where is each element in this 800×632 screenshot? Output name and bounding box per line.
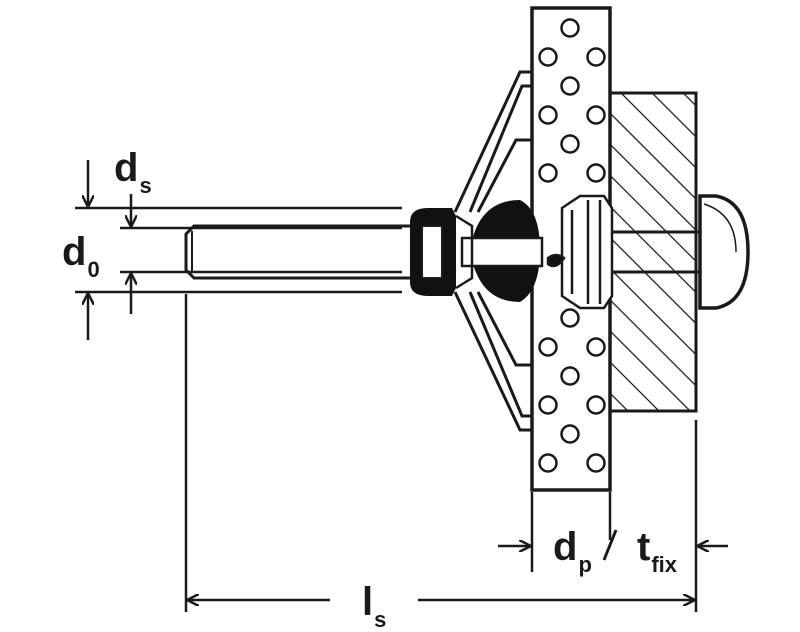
label-ls-main: l — [362, 580, 374, 624]
label-d0-sub: 0 — [87, 257, 100, 282]
board-hole — [560, 76, 580, 96]
dimension-ds-d0 — [75, 160, 402, 340]
board-hole — [586, 105, 606, 125]
board-hole — [586, 163, 606, 183]
label-tfix-sub: fix — [651, 552, 678, 577]
board-hole — [586, 395, 606, 415]
label-dp-sub: p — [578, 552, 592, 577]
label-ls: ls — [362, 580, 386, 631]
board-hole — [560, 134, 580, 154]
label-ds: ds — [114, 146, 152, 197]
board-hole — [586, 453, 606, 473]
dimension-dp-tfix — [498, 420, 728, 612]
screw-head — [698, 194, 750, 310]
label-d0: d0 — [62, 230, 100, 281]
board-hole — [538, 453, 558, 473]
fixture-hatched — [608, 91, 698, 413]
board-hole — [560, 308, 580, 328]
board-hole — [538, 337, 558, 357]
label-ls-sub: s — [374, 607, 387, 632]
label-tfix: tfix — [637, 525, 677, 576]
spring-wings — [453, 70, 532, 432]
dimension-ls — [184, 294, 694, 612]
board-hole — [538, 395, 558, 415]
board-hole — [586, 337, 606, 357]
board-hole — [538, 47, 558, 67]
label-ds-main: d — [114, 146, 139, 190]
board-hole — [538, 105, 558, 125]
board-hole — [586, 47, 606, 67]
label-d0-main: d — [62, 230, 87, 274]
label-ds-sub: s — [139, 173, 152, 198]
label-dp-main: d — [553, 525, 578, 569]
board-hole — [538, 163, 558, 183]
board-hole — [560, 18, 580, 38]
anchor-sleeve — [546, 194, 614, 310]
label-dp: dp — [553, 525, 592, 576]
anchor-nut — [410, 200, 544, 302]
board-hole — [560, 424, 580, 444]
label-tfix-main: t — [637, 525, 651, 569]
board-hole — [560, 366, 580, 386]
